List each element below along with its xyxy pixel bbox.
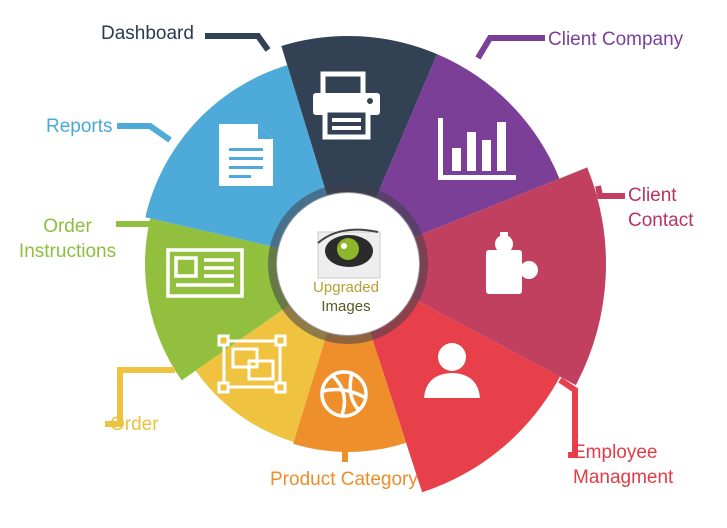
user-icon <box>424 343 480 398</box>
puzzle-icon <box>486 232 538 294</box>
document-icon <box>219 124 273 186</box>
printer-icon <box>313 71 380 140</box>
label-product-category: Product Category <box>270 469 418 490</box>
center-label: Upgraded Images <box>276 278 416 316</box>
center-label-line2: Images <box>321 298 371 315</box>
label-connectors <box>105 33 625 462</box>
segment-order <box>195 305 327 442</box>
label-reports: Reports <box>46 116 113 137</box>
basketball-icon <box>320 370 368 418</box>
center-label-line1: Upgraded <box>313 279 379 296</box>
center-hub <box>268 184 428 344</box>
newspaper-icon <box>166 248 244 298</box>
label-dashboard: Dashboard <box>101 23 194 44</box>
label-order-instructions: Order Instructions <box>18 216 117 262</box>
connector-client-company <box>475 35 545 60</box>
label-client-company: Client Company <box>548 29 684 50</box>
connector-order <box>105 367 175 427</box>
connector-employee <box>558 377 578 458</box>
label-employee-managment: Employee Managment <box>573 442 674 488</box>
connector-reports <box>117 123 172 143</box>
upgraded-images-logo <box>317 228 381 279</box>
label-order: Order <box>110 414 159 435</box>
object-group-icon <box>217 334 287 394</box>
segment-icons <box>166 71 538 418</box>
label-client-contact: Client Contact <box>628 185 694 231</box>
bar-chart-icon <box>438 118 516 180</box>
connector-client-contact <box>595 185 625 199</box>
connector-dashboard <box>205 33 271 52</box>
